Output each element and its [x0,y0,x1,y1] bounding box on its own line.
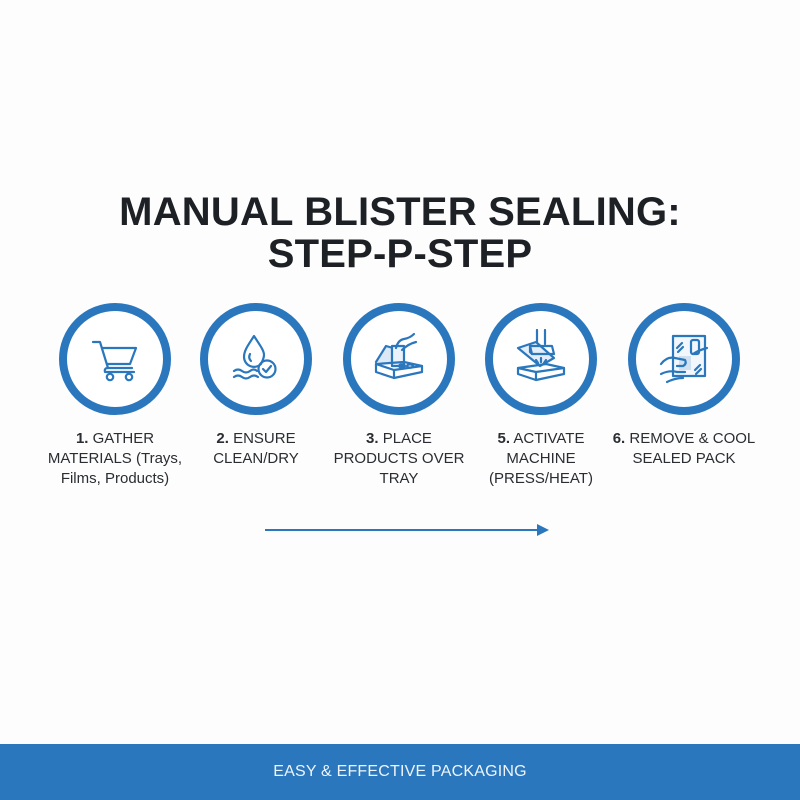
step-3-circle [343,303,455,415]
step-4-label: 5. ACTIVATE MACHINE (PRESS/HEAT) [466,429,616,489]
step-1-number: 1. [75,430,89,447]
step-4: 5. ACTIVATE MACHINE (PRESS/HEAT) [466,303,616,489]
hand-placing-product-tray-icon [374,332,424,380]
step-5-label: 6. REMOVE & COOL SEALED PACK [609,429,759,469]
step-2-number: 2. [216,430,229,447]
shopping-cart-icon [91,340,138,382]
flow-arrow-right-icon [265,524,549,536]
step-1-label: 1. GATHER MATERIALS (Trays, Films, Produ… [40,429,190,489]
step-3-label: 3. PLACE PRODUCTS OVER TRAY [324,429,474,489]
title-line-2: STEP-P-STEP [267,232,533,276]
step-4-text: ACTIVATE MACHINE (PRESS/HEAT) [489,430,593,487]
title-line-1: MANUAL BLISTER SEALING: [119,190,681,234]
step-5-number: 6. [612,430,626,447]
step-2: 2. ENSURE CLEAN/DRY [181,303,331,469]
step-3-text: PLACE PRODUCTS OVER TRAY [333,430,465,487]
step-5: 6. REMOVE & COOL SEALED PACK [609,303,759,469]
step-1: 1. GATHER MATERIALS (Trays, Films, Produ… [40,303,190,489]
step-4-number: 5. [497,430,511,447]
step-1-circle [59,303,171,415]
footer-text: EASY & EFFECTIVE PACKAGING [273,763,527,780]
step-2-text: ENSURE CLEAN/DRY [213,430,299,467]
step-4-circle [485,303,597,415]
steps-row: 1. GATHER MATERIALS (Trays, Films, Produ… [0,303,800,503]
step-5-circle [628,303,740,415]
step-5-text: REMOVE & COOL SEALED PACK [629,430,756,467]
step-2-circle [200,303,312,415]
step-3-number: 3. [366,430,379,447]
step-3: 3. PLACE PRODUCTS OVER TRAY [324,303,474,489]
water-drop-check-icon [232,334,277,380]
step-1-text: GATHER MATERIALS (Trays, Films, Products… [47,430,183,487]
heat-press-icon [516,328,566,382]
footer-banner: EASY & EFFECTIVE PACKAGING [0,744,800,800]
step-2-label: 2. ENSURE CLEAN/DRY [181,429,331,469]
page-title: MANUAL BLISTER SEALING: STEP-P-STEP [0,191,800,275]
hand-holding-sealed-pack-icon [659,334,709,384]
